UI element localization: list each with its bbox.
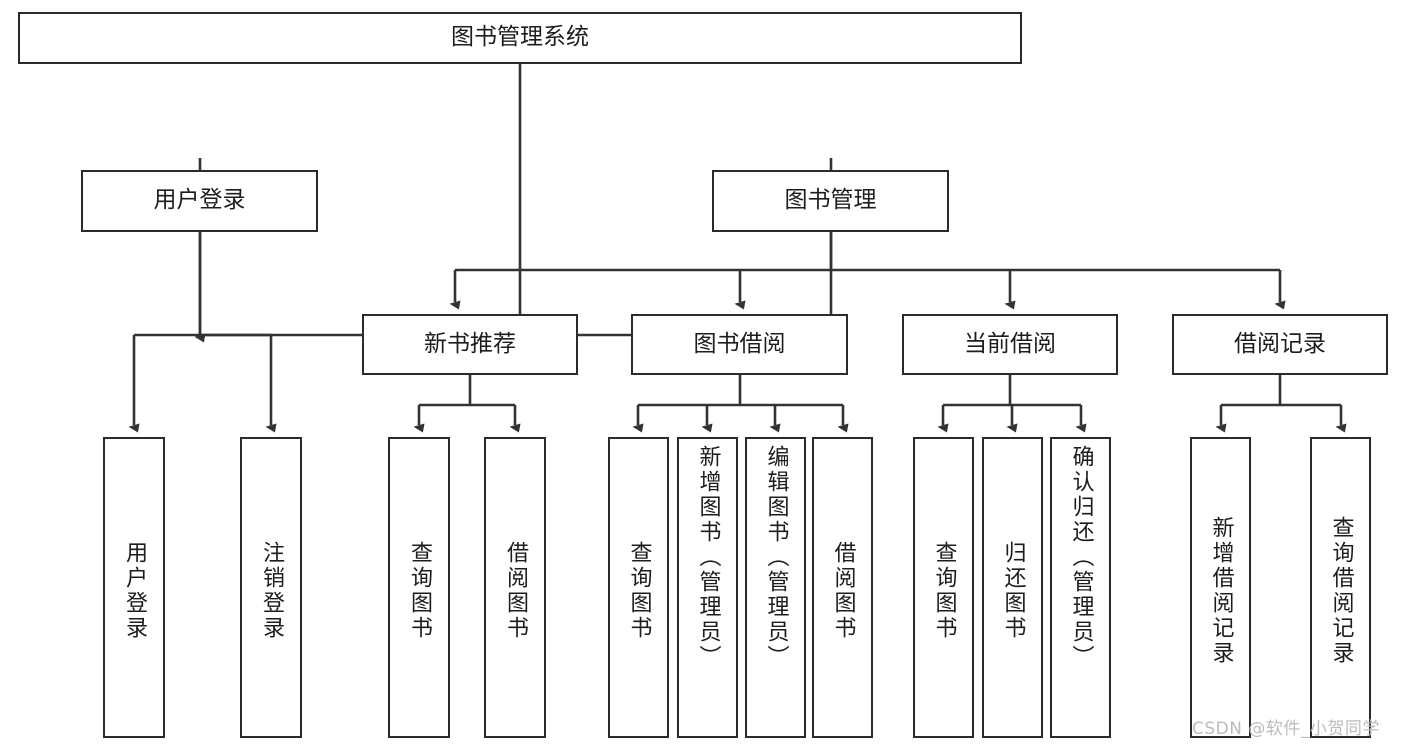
node-borrow-record-label: 借阅记录: [1234, 330, 1326, 357]
node-borrow-record[interactable]: 借阅记录: [1172, 314, 1388, 375]
node-leaf-query-book-3[interactable]: 查询图书: [913, 437, 974, 738]
node-leaf-borrow-book-1[interactable]: 借阅图书: [484, 437, 546, 738]
node-book-borrow[interactable]: 图书借阅: [631, 314, 848, 375]
node-book-manage[interactable]: 图书管理: [712, 170, 949, 232]
node-root[interactable]: 图书管理系统: [18, 12, 1022, 64]
node-current-borrow-label: 当前借阅: [964, 330, 1056, 357]
node-leaf-borrow-book-2[interactable]: 借阅图书: [812, 437, 873, 738]
node-leaf-confirm-return[interactable]: 确认归还（管理员）: [1050, 437, 1111, 738]
node-leaf-query-book-1-label: 查询图书: [407, 540, 432, 641]
node-leaf-user-logout-label: 注销登录: [259, 540, 284, 641]
node-user-login[interactable]: 用户登录: [81, 170, 318, 232]
node-new-book-recommend[interactable]: 新书推荐: [362, 314, 578, 375]
node-book-borrow-label: 图书借阅: [693, 330, 786, 357]
node-leaf-add-book-label: 新增图书（管理员）: [695, 445, 721, 670]
node-leaf-add-record[interactable]: 新增借阅记录: [1190, 437, 1251, 738]
node-new-book-recommend-label: 新书推荐: [424, 330, 516, 357]
node-leaf-add-record-label: 新增借阅记录: [1208, 515, 1234, 666]
watermark: CSDN @软件_小贺同学: [1192, 719, 1380, 739]
node-leaf-user-login[interactable]: 用户登录: [103, 437, 165, 738]
node-leaf-return-book[interactable]: 归还图书: [982, 437, 1043, 738]
node-leaf-borrow-book-1-label: 借阅图书: [503, 540, 528, 641]
node-book-manage-label: 图书管理: [784, 187, 877, 214]
node-leaf-add-book[interactable]: 新增图书（管理员）: [677, 437, 738, 738]
node-leaf-query-book-3-label: 查询图书: [931, 540, 957, 641]
node-root-label: 图书管理系统: [451, 24, 589, 51]
node-leaf-query-book-1[interactable]: 查询图书: [388, 437, 450, 738]
node-leaf-user-login-label: 用户登录: [122, 540, 147, 641]
node-leaf-query-record[interactable]: 查询借阅记录: [1310, 437, 1371, 738]
node-leaf-user-logout[interactable]: 注销登录: [240, 437, 302, 738]
node-leaf-edit-book-label: 编辑图书（管理员）: [763, 445, 789, 670]
node-current-borrow[interactable]: 当前借阅: [902, 314, 1118, 375]
node-user-login-label: 用户登录: [153, 187, 246, 214]
node-leaf-query-book-2[interactable]: 查询图书: [608, 437, 669, 738]
node-leaf-edit-book[interactable]: 编辑图书（管理员）: [745, 437, 806, 738]
node-leaf-return-book-label: 归还图书: [1000, 540, 1026, 641]
node-leaf-query-record-label: 查询借阅记录: [1328, 515, 1354, 666]
node-leaf-borrow-book-2-label: 借阅图书: [830, 540, 856, 641]
node-leaf-query-book-2-label: 查询图书: [626, 540, 652, 641]
node-leaf-confirm-return-label: 确认归还（管理员）: [1068, 445, 1094, 670]
